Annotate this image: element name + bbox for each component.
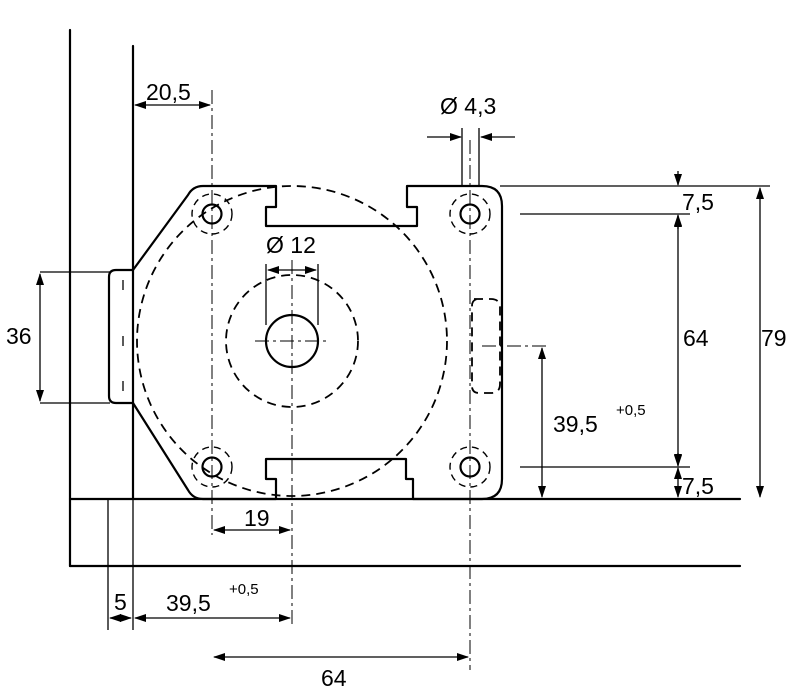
dim-edge-gap: 5 (114, 589, 127, 615)
dim-vertical-pitch: 64 (683, 325, 709, 351)
dim-horizontal-pitch: 64 (321, 665, 347, 691)
cabinet-outline (68, 28, 742, 568)
dim-hole-center-dia: Ø 12 (266, 232, 316, 258)
dim-center-height: 39,5 (553, 411, 598, 437)
dim-center-distance: 39,5 (166, 590, 211, 616)
dim-flange-height: 36 (6, 323, 32, 349)
dim-bottom-margin: 7,5 (682, 473, 714, 499)
dim-left-offset: 20,5 (146, 79, 191, 105)
dim-center-height-tolerance: +0,5 (616, 402, 646, 419)
dimension-lines (36, 101, 764, 661)
dim-overall-height: 79 (761, 325, 787, 351)
screw-holes (191, 193, 491, 488)
extension-lines (40, 128, 770, 630)
dim-center-offset: 19 (244, 505, 270, 531)
hinge-plate-outline (131, 184, 504, 501)
dim-top-margin: 7,5 (682, 189, 714, 215)
hub-outline (225, 274, 359, 408)
dim-center-distance-tolerance: +0,5 (229, 581, 259, 598)
cam-slot (471, 298, 501, 394)
mounting-flange (107, 268, 135, 405)
center-lines (211, 90, 548, 670)
dim-hole-small-dia: Ø 4,3 (440, 93, 496, 119)
